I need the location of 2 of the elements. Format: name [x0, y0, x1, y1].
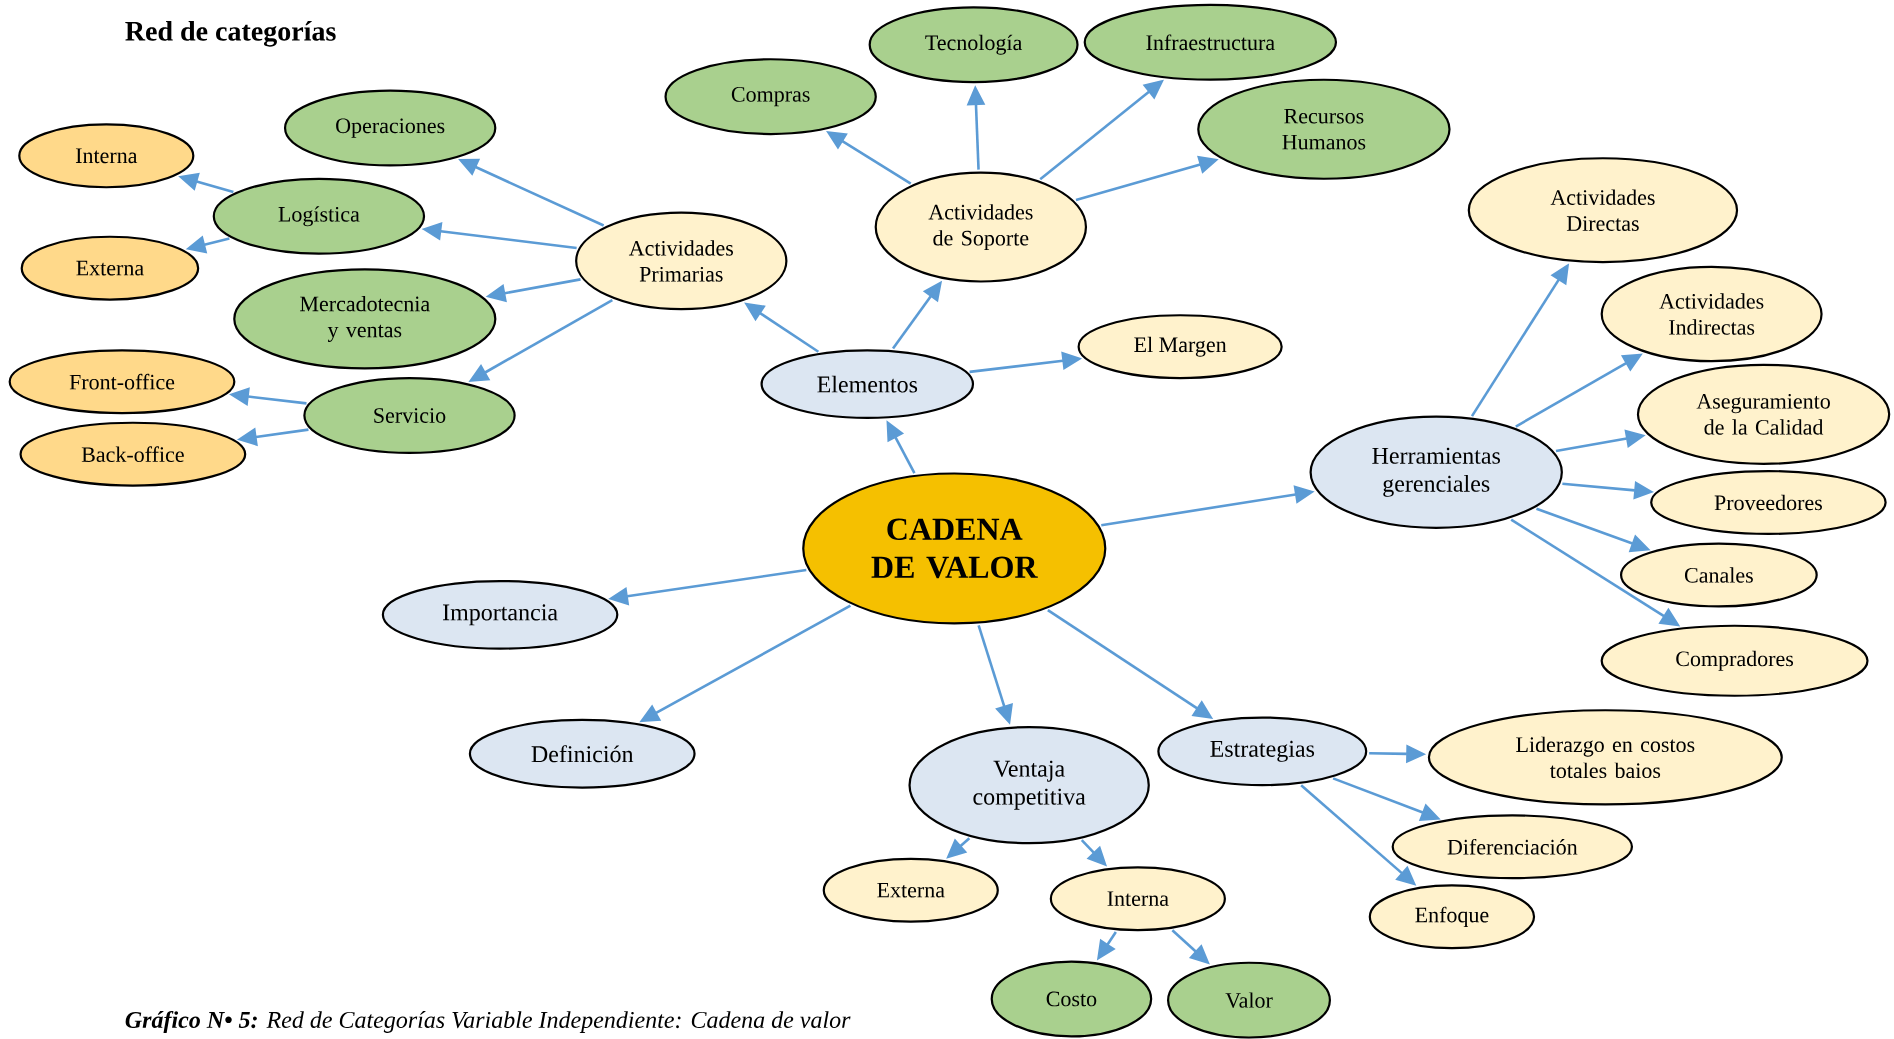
caption: Gráfico N• 5: Red de Categorías Variable Independiente: Cadena de valor [125, 1011, 851, 1033]
heading: Red de categorías [125, 21, 336, 47]
